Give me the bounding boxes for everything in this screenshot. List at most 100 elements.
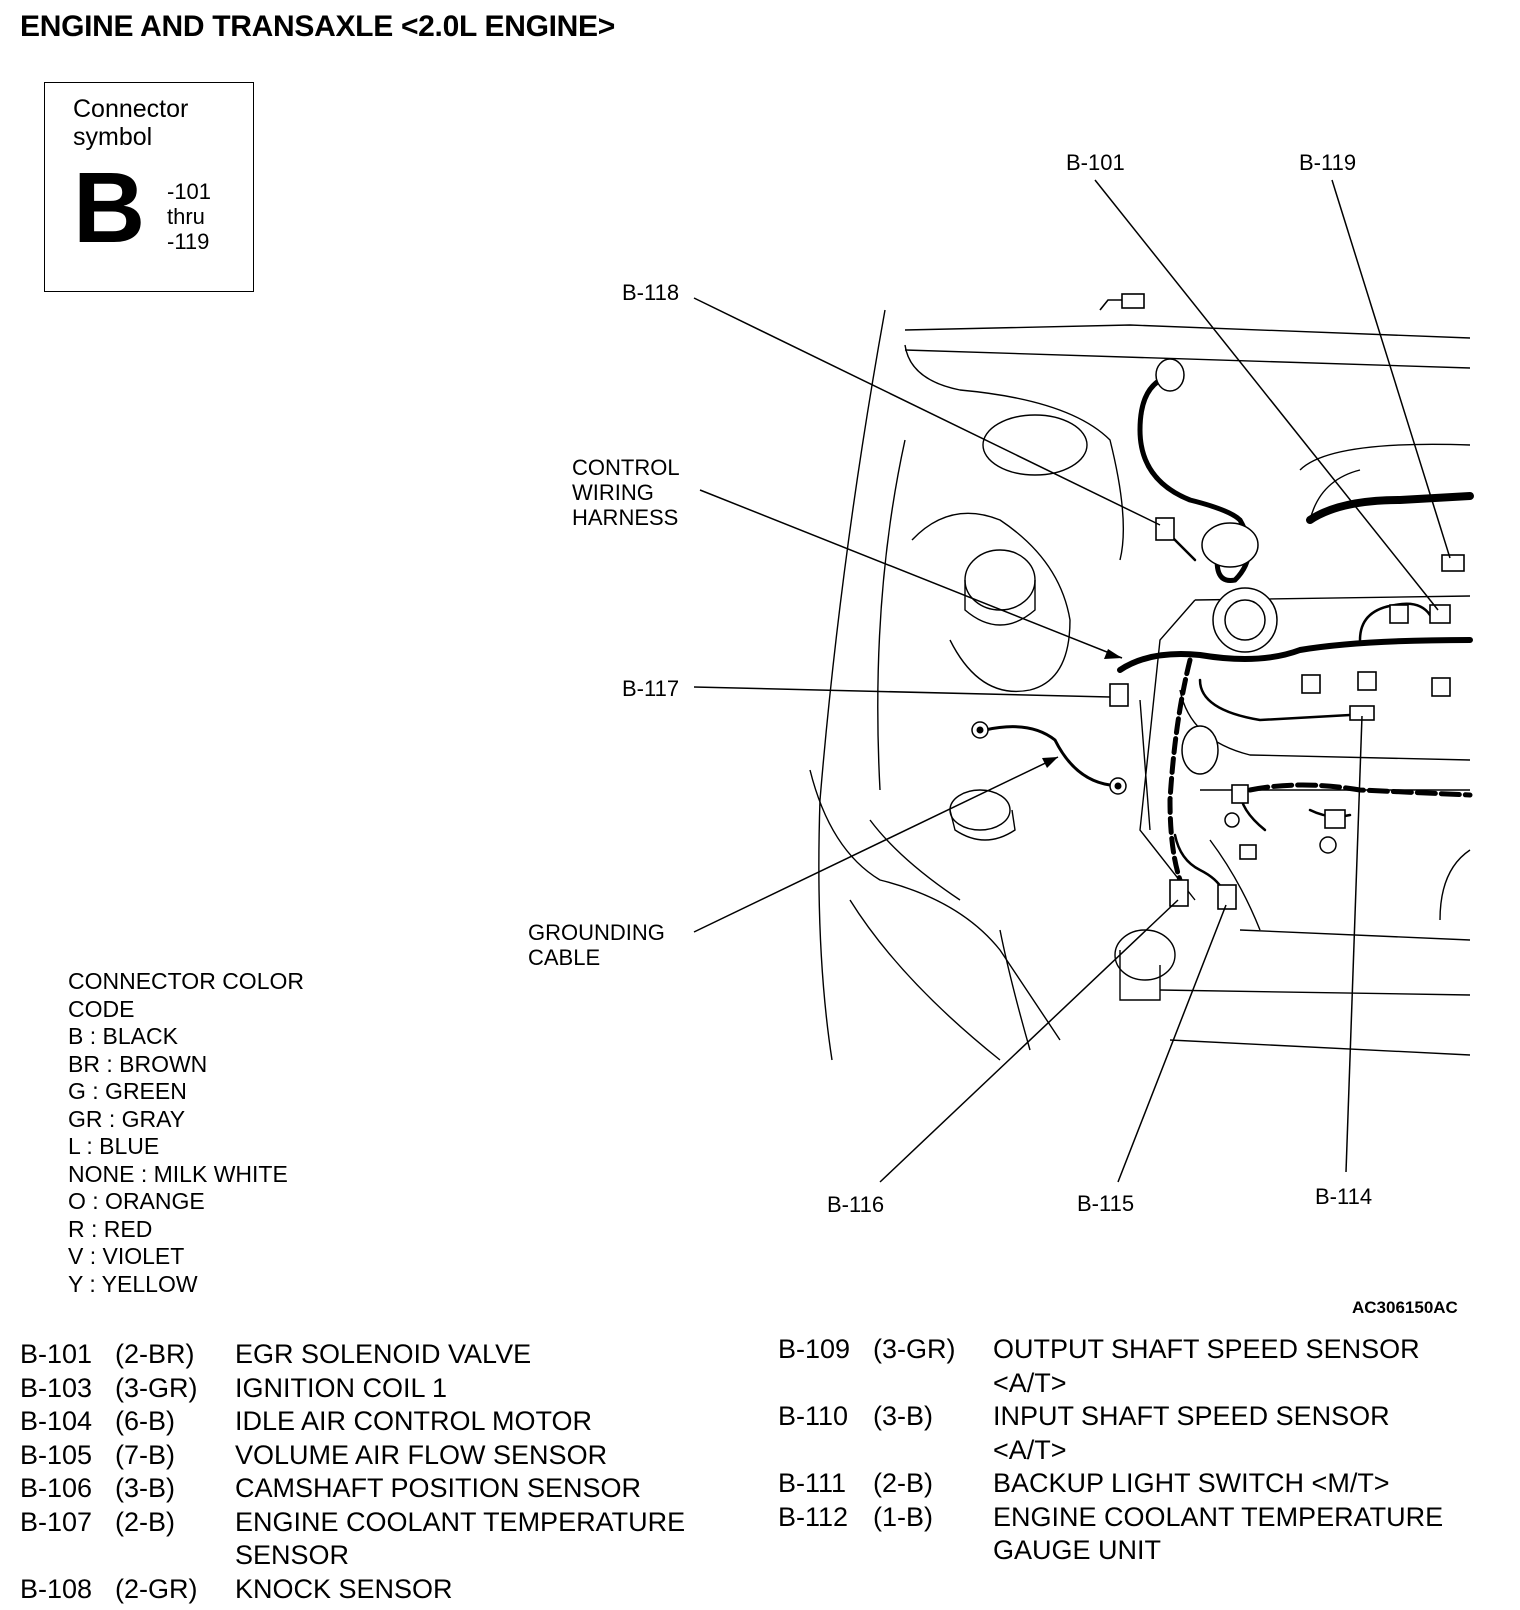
leader-b116 [879, 899, 1179, 1183]
connector-description-line-2: GAUGE UNIT [993, 1535, 1162, 1565]
strut-cap [982, 414, 1088, 476]
connector-id: B-109 [778, 1334, 851, 1364]
fender-inner [877, 439, 906, 791]
connector-description: ENGINE COOLANT TEMPERATURE [993, 1501, 1444, 1532]
grommet [1155, 358, 1185, 392]
strut-tower [904, 344, 1125, 561]
connector-list-right: B-109 (3-GR) OUTPUT SHAFT SPEED SENSOR <… [778, 1333, 1498, 1568]
legend-item: Y : YELLOW [68, 1270, 198, 1297]
intake-plenum [1179, 689, 1471, 761]
connector-id: B-105 [20, 1439, 93, 1470]
hood-edge [904, 324, 1471, 339]
connector-id: B-106 [20, 1473, 93, 1503]
connector-description: CAMSHAFT POSITION SENSOR [235, 1473, 642, 1503]
connector-description: VOLUME AIR FLOW SENSOR [235, 1439, 608, 1470]
connector-code: (3-B) [873, 1401, 933, 1431]
connector-symbol-letter: B [73, 152, 146, 264]
connector-code: (1-B) [873, 1501, 933, 1532]
connector-description: ENGINE COOLANT TEMPERATURE [235, 1506, 686, 1537]
callout-b116: B-116 [827, 1192, 885, 1217]
page-title: ENGINE AND TRANSAXLE <2.0L ENGINE> [20, 10, 615, 43]
legend-item: V : VIOLET [68, 1243, 185, 1269]
connector-code: (3-B) [115, 1473, 175, 1503]
legend-item: R : RED [68, 1215, 153, 1242]
legend-item: O : ORANGE [68, 1188, 205, 1214]
connector-row: B-104 (6-B) IDLE AIR CONTROL MOTOR [20, 1405, 750, 1439]
callout-b114: B-114 [1315, 1184, 1373, 1209]
leader-b118 [693, 297, 1161, 526]
connector-front-c [1239, 844, 1257, 860]
connector-mid-c [1357, 671, 1377, 691]
legend-heading-line-1: CONNECTOR COLOR [68, 968, 304, 994]
connector-row-continuation: <A/T> [778, 1434, 1498, 1468]
range-line-2: thru [167, 204, 205, 229]
connector-code: (3-GR) [115, 1372, 198, 1403]
connector-b101 [1429, 604, 1451, 624]
connector-id: B-103 [20, 1372, 93, 1403]
connector-mid-b [1301, 674, 1321, 694]
legend-item: G : GREEN [68, 1078, 187, 1104]
connector-id: B-107 [20, 1506, 93, 1537]
callout-b101: B-101 [1066, 150, 1125, 175]
connector-row: B-103 (3-GR) IGNITION COIL 1 [20, 1372, 750, 1406]
legend-heading-line-2: CODE [68, 995, 135, 1022]
legend-item: NONE : MILK WHITE [68, 1160, 288, 1187]
connector-b117 [1109, 683, 1129, 707]
connector-front-b [1324, 809, 1346, 829]
grounding-cable [984, 725, 1111, 787]
radiator-side [809, 769, 1061, 1041]
connector-id: B-110 [778, 1401, 849, 1431]
connector-row-continuation: GAUGE UNIT [778, 1534, 1498, 1568]
harness-to-head [1306, 492, 1474, 524]
caption-line-2: symbol [73, 123, 153, 151]
connector-description-line-2: <A/T> [993, 1434, 1067, 1465]
harness-label-line-1: CONTROL [572, 455, 680, 480]
connector-description-line-2: SENSOR [235, 1540, 350, 1570]
arrow-ground [1042, 757, 1058, 768]
harness-front [1247, 782, 1473, 798]
harness-label-line-2: WIRING [572, 480, 654, 505]
connector-code: (2-GR) [115, 1573, 198, 1604]
connector-code: (2-B) [115, 1506, 175, 1537]
connector-description: KNOCK SENSOR [235, 1573, 453, 1604]
legend-item: L : BLUE [68, 1133, 160, 1159]
starter-motor [1114, 929, 1176, 981]
connector-description-line-2: <A/T> [993, 1367, 1067, 1398]
leader-b114 [1345, 715, 1363, 1173]
leader-ground [693, 756, 1059, 933]
callout-grounding-cable: GROUNDING CABLE [528, 920, 665, 970]
ground-label-line-1: GROUNDING [528, 920, 665, 945]
connector-row: B-110 (3-B) INPUT SHAFT SPEED SENSOR [778, 1400, 1498, 1434]
connector-id: B-111 [778, 1468, 847, 1498]
harness-upper-loop [1137, 372, 1252, 583]
callout-b119: B-119 [1299, 150, 1357, 175]
legend-item: BR : BROWN [68, 1050, 208, 1077]
connector-b116 [1169, 879, 1189, 907]
connector-top [1121, 293, 1145, 309]
connector-description: IDLE AIR CONTROL MOTOR [235, 1406, 593, 1436]
harness-vertical-left [1167, 657, 1193, 883]
grommet-large [1201, 522, 1259, 568]
connector-front-a [1231, 784, 1249, 804]
connector-b118 [1155, 517, 1175, 541]
connector-code: (7-B) [115, 1439, 175, 1470]
arrow-harness [1104, 649, 1122, 659]
connector-row: B-111 (2-B) BACKUP LIGHT SWITCH <M/T> [778, 1467, 1498, 1501]
washer-tank-cap [949, 789, 1011, 831]
callout-b118: B-118 [622, 280, 680, 305]
connector-code: (3-GR) [873, 1334, 956, 1364]
callout-control-wiring-harness: CONTROL WIRING HARNESS [572, 455, 680, 530]
range-line-1: -101 [167, 179, 212, 204]
connector-row: B-108 (2-GR) KNOCK SENSOR [20, 1573, 750, 1607]
connector-description: IGNITION COIL 1 [235, 1372, 448, 1403]
connector-symbol-range: -101 thru -119 [167, 179, 211, 254]
leader-b101 [1094, 179, 1439, 611]
fender-outline [818, 309, 886, 1061]
callout-b117: B-117 [622, 676, 680, 701]
connector-id: B-101 [20, 1339, 93, 1369]
connector-code: (2-BR) [115, 1339, 195, 1369]
legend-item: GR : GRAY [68, 1105, 186, 1132]
ground-label-line-2: CABLE [528, 945, 601, 970]
connector-list-left: B-101 (2-BR) EGR SOLENOID VALVE B-103 (3… [20, 1338, 750, 1606]
